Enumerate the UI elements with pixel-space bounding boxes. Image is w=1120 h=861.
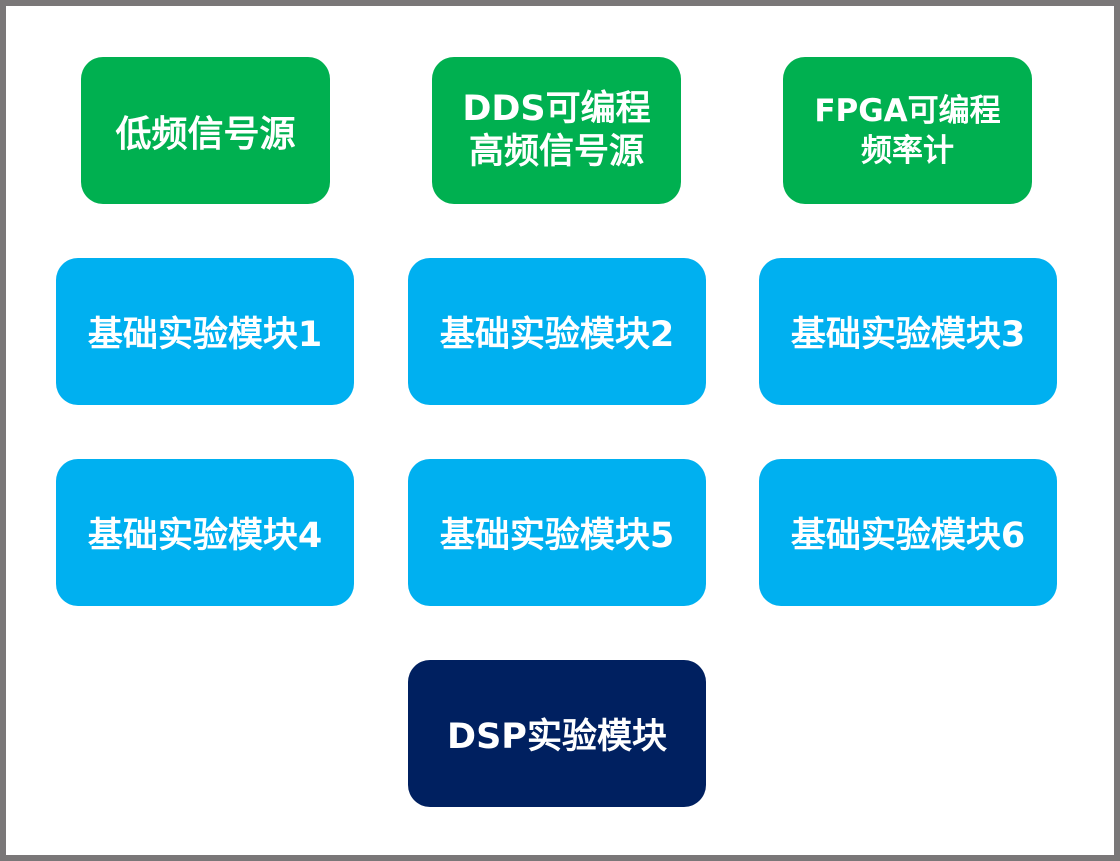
fpga-label-line-2: 频率计: [861, 132, 954, 169]
fpga-label-line-1: FPGA可编程: [814, 92, 1001, 129]
dsp-module-box[interactable]: DSP实验模块: [408, 660, 706, 807]
dds-label-line-1: DDS可编程: [462, 88, 651, 129]
basic-module-5-label: 基础实验模块5: [439, 516, 675, 556]
basic-module-4-box[interactable]: 基础实验模块4: [56, 459, 354, 606]
fpga-frequency-counter-box[interactable]: FPGA可编程 频率计: [783, 57, 1032, 204]
dds-label-line-2: 高频信号源: [468, 131, 644, 172]
basic-module-2-box[interactable]: 基础实验模块2: [408, 258, 706, 405]
basic-module-1-label: 基础实验模块1: [87, 315, 323, 355]
basic-module-6-box[interactable]: 基础实验模块6: [759, 459, 1057, 606]
basic-module-1-box[interactable]: 基础实验模块1: [56, 258, 354, 405]
basic-module-6-label: 基础实验模块6: [790, 516, 1026, 556]
basic-module-5-box[interactable]: 基础实验模块5: [408, 459, 706, 606]
dds-signal-source-box[interactable]: DDS可编程 高频信号源: [432, 57, 681, 204]
basic-module-3-box[interactable]: 基础实验模块3: [759, 258, 1057, 405]
dds-signal-source-text: DDS可编程 高频信号源: [462, 88, 650, 174]
dsp-module-label: DSP实验模块: [447, 717, 667, 757]
low-frequency-signal-source-box[interactable]: 低频信号源: [81, 57, 330, 204]
basic-module-4-label: 基础实验模块4: [87, 516, 323, 556]
basic-module-2-label: 基础实验模块2: [439, 315, 675, 355]
fpga-frequency-counter-text: FPGA可编程 频率计: [814, 91, 1000, 171]
basic-module-3-label: 基础实验模块3: [790, 315, 1026, 355]
low-frequency-signal-source-label: 低频信号源: [115, 113, 296, 155]
